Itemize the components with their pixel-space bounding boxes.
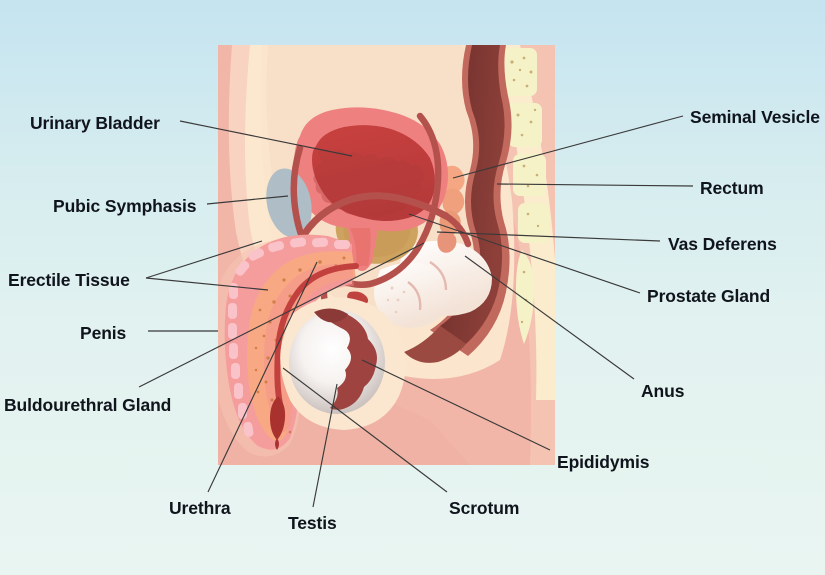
label-pubic-symphasis: Pubic Symphasis xyxy=(53,196,197,216)
vertebra-block xyxy=(513,154,546,196)
label-urinary-bladder: Urinary Bladder xyxy=(30,113,160,133)
label-seminal-vesicle: Seminal Vesicle xyxy=(690,107,820,127)
label-buldourethral-gland: Buldourethral Gland xyxy=(4,395,172,415)
sacrum-block xyxy=(516,250,534,344)
torso-cross-section xyxy=(218,45,555,465)
leader-line-vas-deferens xyxy=(436,231,661,242)
leader-line-urinary-bladder xyxy=(179,120,353,157)
vas-deferens-distal xyxy=(442,212,472,248)
label-vas-deferens: Vas Deferens xyxy=(668,234,777,254)
leader-line-erectile-tissue xyxy=(145,240,263,279)
label-urethra: Urethra xyxy=(169,498,231,518)
urethra-bulb xyxy=(270,396,286,440)
gland-crease-lower xyxy=(407,281,422,311)
leader-line-urethra xyxy=(207,261,318,493)
label-anus: Anus xyxy=(641,381,685,401)
epididymis-shape xyxy=(318,310,377,410)
gland-speckles xyxy=(386,286,406,314)
leader-line-anus xyxy=(464,255,635,380)
leader-line-epididymis xyxy=(361,359,551,451)
vertebra-block xyxy=(502,48,537,96)
label-penis: Penis xyxy=(80,323,127,343)
vertebra-speckles xyxy=(510,56,540,324)
label-prostate-gland: Prostate Gland xyxy=(647,286,771,306)
label-rectum: Rectum xyxy=(700,178,764,198)
bladder-neck xyxy=(350,228,371,266)
vertebra-block xyxy=(518,203,549,243)
label-testis: Testis xyxy=(288,513,337,533)
leader-line-prostate-gland xyxy=(408,213,641,294)
vertebrae-group xyxy=(502,48,549,344)
leader-line-buldourethral-gland xyxy=(138,242,425,388)
gland-crease-upper xyxy=(429,260,448,291)
leader-line-rectum xyxy=(496,183,694,187)
leader-line-pubic-symphasis xyxy=(206,195,289,205)
vas-deferens-arc xyxy=(290,112,442,288)
anal-canal xyxy=(404,326,466,363)
label-erectile-tissue: Erectile Tissue xyxy=(8,270,130,290)
leader-line-testis xyxy=(312,383,338,508)
label-scrotum: Scrotum xyxy=(449,498,520,518)
leader-line-erectile-tissue-2 xyxy=(145,277,269,291)
label-epididymis: Epididymis xyxy=(557,452,650,472)
epididymis-head xyxy=(314,308,348,323)
vertebra-block xyxy=(508,103,542,147)
anus-gland-lower xyxy=(374,262,450,328)
leader-line-seminal-vesicle xyxy=(452,115,684,179)
urethral-meatus xyxy=(275,438,279,450)
leader-line-scrotum xyxy=(282,367,448,493)
penis-erectile-body xyxy=(247,251,356,441)
